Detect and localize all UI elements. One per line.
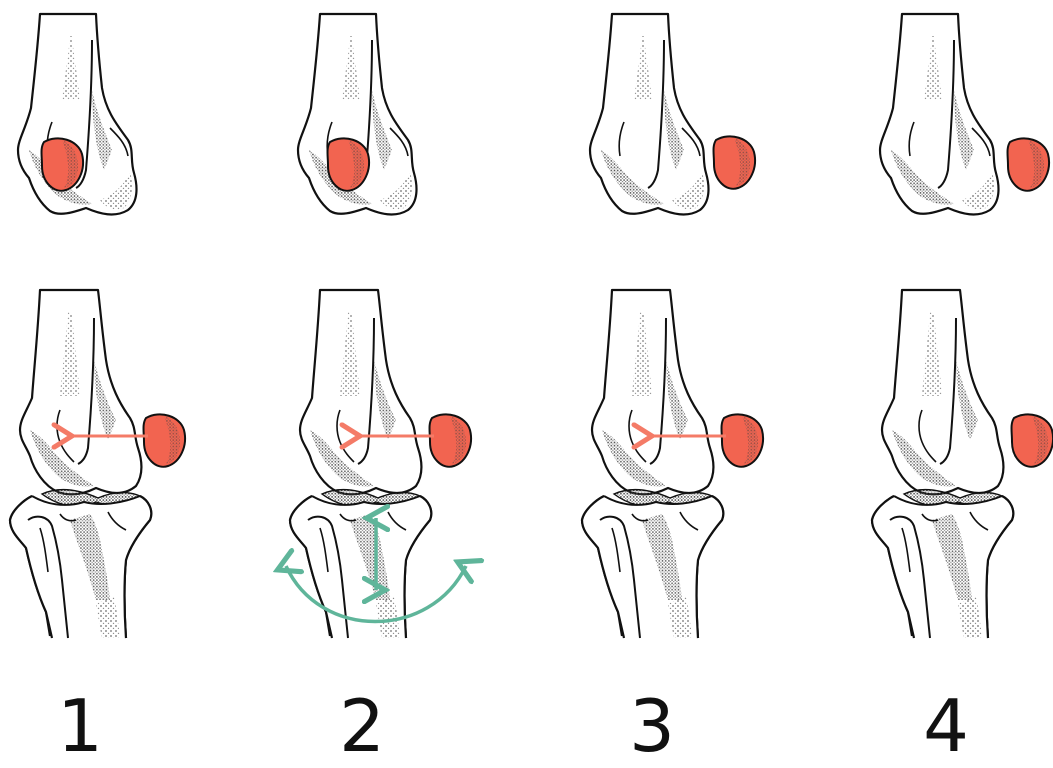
- stage-1-femur-top: [18, 14, 136, 214]
- stage-1-patella-lateral: [144, 414, 186, 466]
- stage-3-femur-top: [590, 14, 708, 214]
- stage-4-patella-lateral-top: [1008, 138, 1050, 190]
- stage-3-patella-lateral: [722, 414, 764, 466]
- stage-1-patella-top: [42, 138, 84, 190]
- stage-2-label: 2: [302, 690, 422, 762]
- stage-1-label: 1: [20, 690, 140, 762]
- stage-4-stifle: [872, 290, 1013, 638]
- stage-3-stifle: [582, 290, 723, 638]
- stage-3: [582, 14, 763, 638]
- stage-2: [286, 14, 471, 638]
- stage-3-patella-lateral-top: [714, 136, 756, 188]
- stage-1: [10, 14, 185, 638]
- stage-2-stifle: [290, 290, 431, 638]
- stage-3-label: 3: [592, 690, 712, 762]
- stage-2-patella-top: [328, 138, 370, 190]
- stage-2-patella-lateral: [430, 414, 472, 466]
- stage-4-femur-top: [880, 14, 998, 214]
- stage-1-stifle: [10, 290, 151, 638]
- stage-4: [872, 14, 1053, 638]
- stage-4-label: 4: [886, 690, 1006, 762]
- stage-4-patella-lateral: [1012, 414, 1053, 466]
